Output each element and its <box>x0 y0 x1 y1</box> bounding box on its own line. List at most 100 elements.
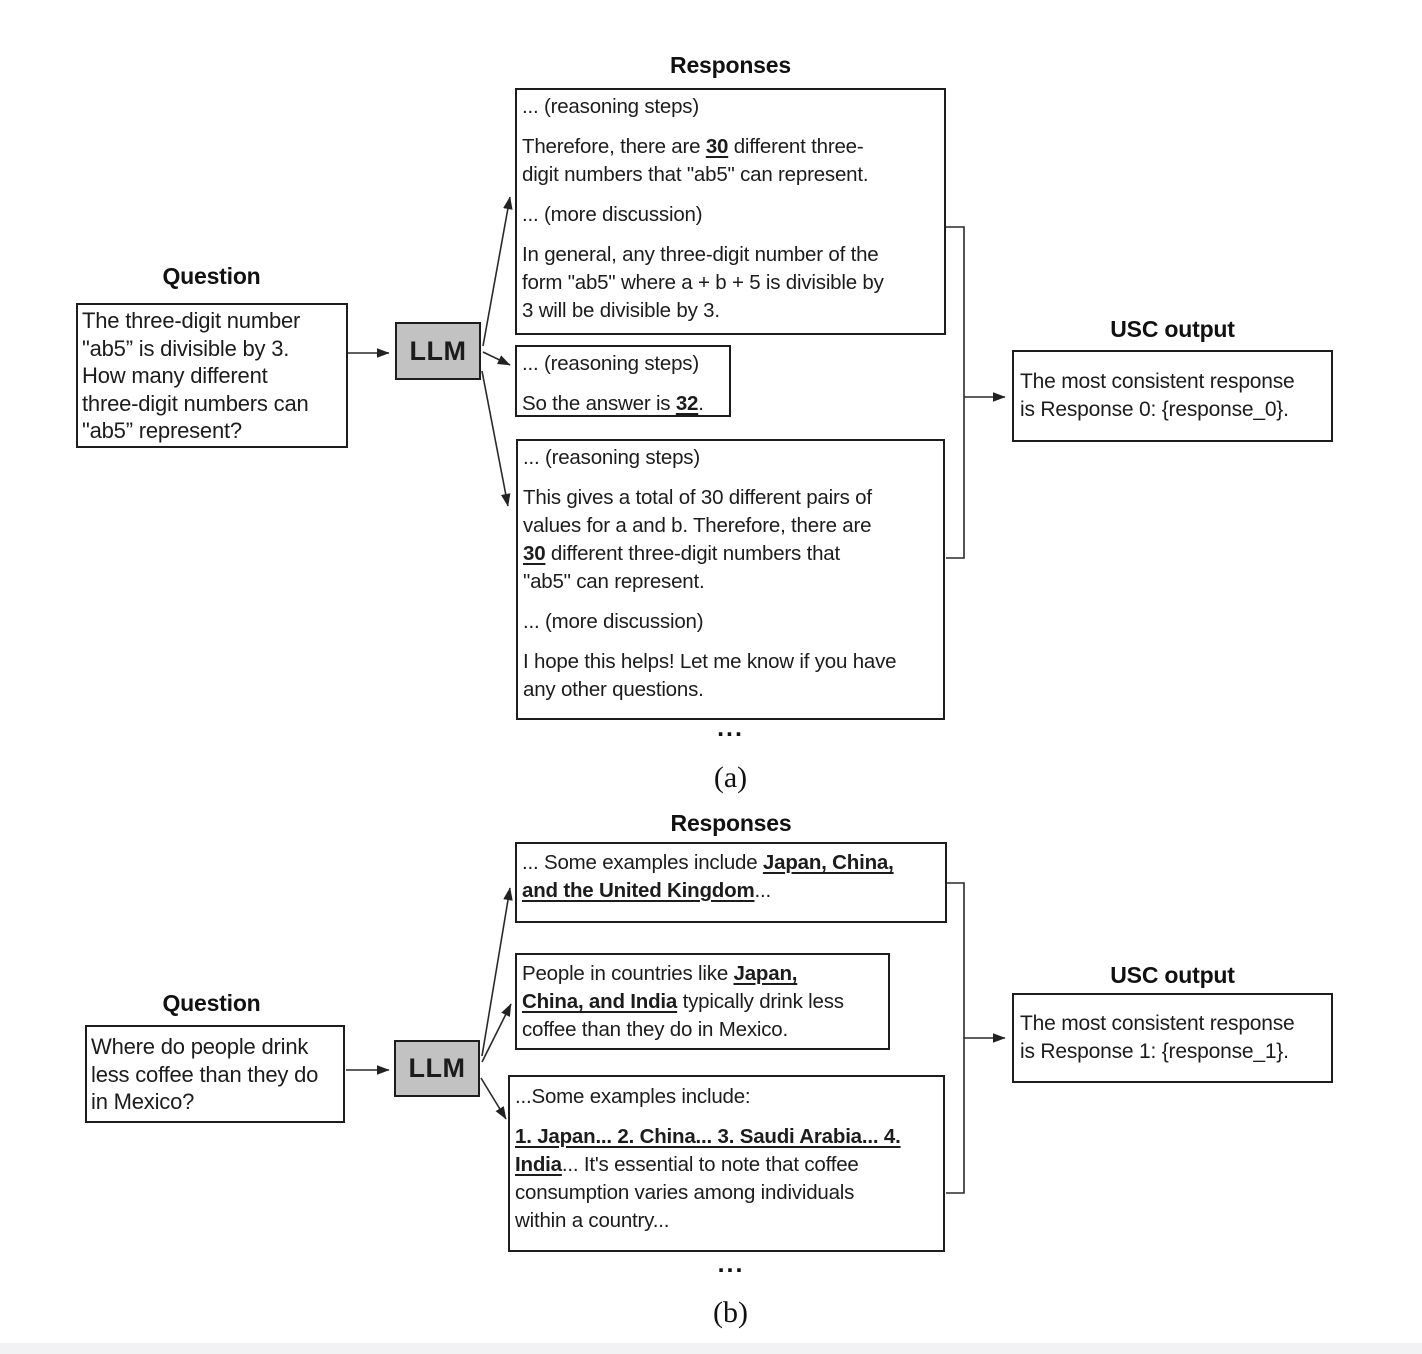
text-paragraph: So the answer is 32. <box>522 390 724 415</box>
text-line: The most consistent response <box>1020 370 1295 393</box>
text-segment: different three-digit numbers that <box>545 542 841 565</box>
question-title-a: Question <box>162 263 261 289</box>
text-line: I hope this helps! Let me know if you ha… <box>523 648 938 676</box>
text-segment: coffee than they do in Mexico. <box>522 1018 788 1041</box>
text-line: ... (reasoning steps) <box>522 350 724 378</box>
text-paragraph: ...Some examples include: <box>515 1083 938 1111</box>
text-segment: ... <box>754 879 771 902</box>
responses-title-a: Responses <box>670 52 791 78</box>
question-box-a: The three-digit number"ab5” is divisible… <box>76 303 348 448</box>
text-line: ... (more discussion) <box>523 608 938 636</box>
text-line: The three-digit number <box>82 308 301 333</box>
highlighted-answer-text: Japan, China, <box>762 851 894 874</box>
text-line: coffee than they do in Mexico. <box>522 1016 883 1044</box>
response-box-1-b: ... Some examples include Japan, China,a… <box>515 842 947 923</box>
text-line: China, and India typically drink less <box>522 988 883 1016</box>
highlighted-answer-text: India <box>515 1153 562 1176</box>
text-line: The most consistent response <box>1020 1012 1295 1035</box>
text-segment: Therefore, there are <box>522 135 706 158</box>
text-line: "ab5” represent? <box>82 418 242 443</box>
text-segment: form "ab5" where a + b + 5 is divisible … <box>522 271 884 294</box>
response-box-1-a: ... (reasoning steps) Therefore, there ar… <box>515 88 946 335</box>
text-line: This gives a total of 30 different pairs… <box>523 484 938 512</box>
page-edge-strip <box>0 1343 1422 1354</box>
llm-box-b: LLM <box>394 1040 480 1097</box>
llm-box-a: LLM <box>395 322 481 380</box>
text-line: in Mexico? <box>91 1089 195 1114</box>
text-line: Therefore, there are 30 different three- <box>522 133 939 161</box>
text-line: 3 will be divisible by 3. <box>522 297 939 325</box>
highlighted-answer-text: and the United Kingdom <box>522 879 755 902</box>
text-paragraph: This gives a total of 30 different pairs… <box>523 484 938 596</box>
text-line: India... It's essential to note that cof… <box>515 1151 938 1179</box>
text-paragraph: ... (more discussion) <box>522 201 939 229</box>
highlighted-answer-text: China, and India <box>522 990 678 1013</box>
bracket-responses-b <box>946 882 965 1194</box>
text-segment: ... (reasoning steps) <box>523 446 700 469</box>
text-line: So the answer is 32. <box>522 390 724 415</box>
highlighted-answer-text: 30 <box>705 135 729 158</box>
response-box-3-b: ...Some examples include: 1. Japan... 2. … <box>508 1075 945 1252</box>
text-line: form "ab5" where a + b + 5 is divisible … <box>522 269 939 297</box>
text-segment: digit numbers that "ab5" can represent. <box>522 163 869 186</box>
arrow-llm-to-response1-b <box>481 887 513 1057</box>
text-paragraph: 1. Japan... 2. China... 3. Saudi Arabia.… <box>515 1123 938 1235</box>
text-segment: within a country... <box>515 1209 670 1232</box>
text-line: ... (more discussion) <box>522 201 939 229</box>
text-segment: any other questions. <box>523 678 704 701</box>
text-segment: ... (more discussion) <box>522 203 703 226</box>
usc-output-box-b: The most consistent response is Response … <box>1012 993 1333 1083</box>
text-line: How many different <box>82 363 268 388</box>
text-segment: different three- <box>728 135 864 158</box>
text-segment: values for a and b. Therefore, there are <box>523 514 872 537</box>
response-box-2-a: ... (reasoning steps) So the answer is 32… <box>515 345 731 417</box>
text-segment: . <box>698 392 704 415</box>
highlighted-answer-text: 30 <box>523 542 546 565</box>
text-segment: ... Some examples include <box>522 851 763 874</box>
arrow-llm-to-response2-b <box>481 1003 512 1063</box>
text-line: In general, any three-digit number of th… <box>522 241 939 269</box>
response-box-3-a: ... (reasoning steps) This gives a total … <box>516 439 945 720</box>
usc-output-title-b: USC output <box>1110 962 1235 988</box>
text-segment: People in countries like <box>522 962 734 985</box>
text-line: within a country... <box>515 1207 938 1235</box>
text-line: values for a and b. Therefore, there are <box>523 512 938 540</box>
text-line: 1. Japan... 2. China... 3. Saudi Arabia.… <box>515 1123 938 1151</box>
text-segment: typically drink less <box>677 990 844 1013</box>
more-responses-ellipsis-a: ... <box>717 714 744 742</box>
text-segment: ... (reasoning steps) <box>522 95 699 118</box>
text-segment: consumption varies among individuals <box>515 1181 855 1204</box>
text-line: ... (reasoning steps) <box>523 444 938 472</box>
question-title-b: Question <box>162 990 261 1016</box>
text-paragraph: People in countries like Japan,China, an… <box>522 960 883 1044</box>
text-line: is Response 1: {response_1}. <box>1020 1040 1289 1063</box>
text-line: less coffee than they do <box>91 1061 319 1087</box>
text-segment: So the answer is <box>522 392 676 415</box>
text-segment: "ab5" can represent. <box>523 570 705 593</box>
text-line: digit numbers that "ab5" can represent. <box>522 161 939 189</box>
text-line: consumption varies among individuals <box>515 1179 938 1207</box>
responses-title-b: Responses <box>670 810 792 836</box>
text-segment: ... (reasoning steps) <box>522 352 699 375</box>
text-line: ... Some examples include Japan, China, <box>522 849 940 877</box>
text-segment: 3 will be divisible by 3. <box>522 299 720 322</box>
more-responses-ellipsis-b: ... <box>717 1250 745 1278</box>
text-segment: ...Some examples include: <box>515 1085 751 1108</box>
text-paragraph: ... (more discussion) <box>523 608 938 636</box>
text-paragraph: I hope this helps! Let me know if you ha… <box>523 648 938 704</box>
arrow-llm-to-response3-b <box>480 1077 507 1120</box>
subfigure-caption-b: (b) <box>713 1296 748 1329</box>
text-line: People in countries like Japan, <box>522 960 883 988</box>
subfigure-caption-a: (a) <box>713 761 748 794</box>
text-segment: ... It's essential to note that coffee <box>561 1153 859 1176</box>
text-segment: ... (more discussion) <box>523 610 704 633</box>
text-line: "ab5" can represent. <box>523 568 938 596</box>
response-box-2-b: People in countries like Japan,China, an… <box>515 953 890 1050</box>
text-paragraph: Therefore, there are 30 different three-… <box>522 133 939 189</box>
text-line: and the United Kingdom... <box>522 877 940 905</box>
text-line: Where do people drink <box>91 1034 309 1059</box>
text-paragraph: ... (reasoning steps) <box>522 350 724 378</box>
